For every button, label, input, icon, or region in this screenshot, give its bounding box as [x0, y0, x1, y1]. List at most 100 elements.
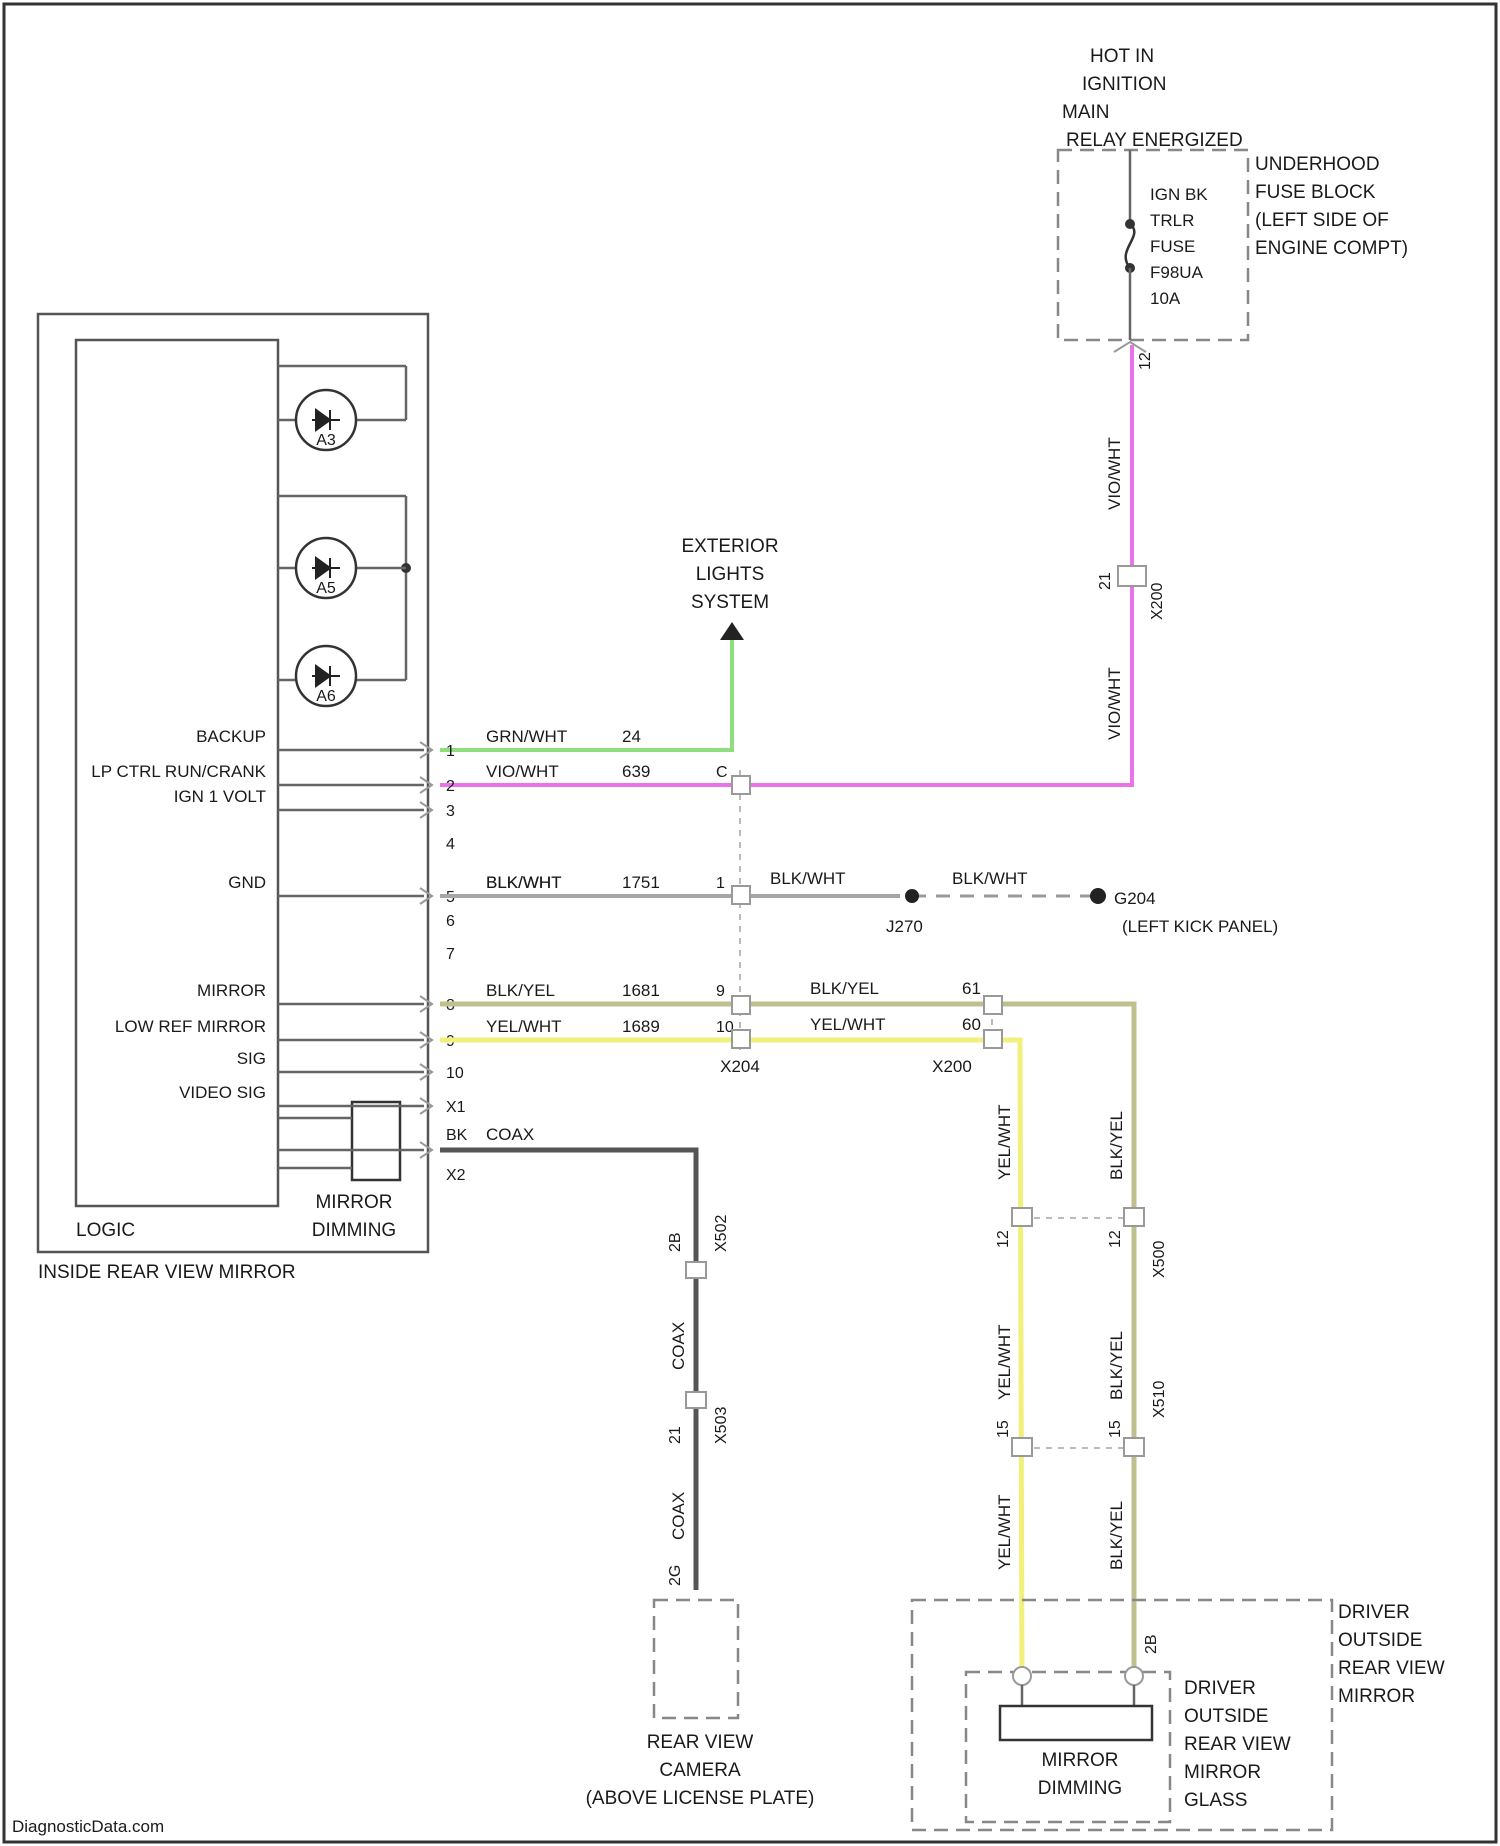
ground-wire-color: BLK/WHT [486, 873, 562, 892]
rear-camera-line: (ABOVE LICENSE PLATE) [586, 1788, 815, 1809]
right-connector-pin [1012, 1208, 1032, 1226]
backup-wire [440, 640, 732, 750]
rear-camera-boundary [654, 1600, 738, 1718]
driver-mirror-glass-label: DRIVER OUTSIDE REAR VIEW MIRROR GLASS [1184, 1678, 1291, 1811]
pin-number: 6 [446, 913, 455, 930]
pin-inline-number: 1 [716, 875, 725, 892]
right-pin-top: 12 [995, 1230, 1012, 1248]
driver-mirror-pin [1125, 1667, 1143, 1685]
driver-glass-line: OUTSIDE [1184, 1706, 1268, 1727]
yel-wht-wire-color: YEL/WHT [810, 1015, 886, 1034]
sensor-group: A3 A5 A6 [278, 366, 411, 706]
driver-mirror-pin [1013, 1667, 1031, 1685]
fuse-label: IGN BK TRLR FUSE F98UA 10A [1150, 185, 1208, 308]
sensor-label: A6 [316, 688, 336, 705]
inline-connector-id: X200 [932, 1057, 972, 1076]
exterior-lights-line: SYSTEM [691, 592, 769, 613]
ground-wire-color-3: BLK/WHT [770, 869, 846, 888]
inline-connector-pin [984, 1030, 1002, 1048]
pin-wire-color: YEL/WHT [486, 1017, 562, 1036]
inline-connector-pin [984, 996, 1002, 1014]
driver-dimming-label: DIMMING [1038, 1778, 1122, 1799]
pin-wire-color: BLK/YEL [486, 981, 555, 1000]
pin-number: 4 [446, 836, 455, 853]
fuse-icon [1126, 224, 1135, 268]
fuse-line: TRLR [1150, 211, 1194, 230]
right-connector-pin [1124, 1208, 1144, 1226]
driver-mirror-line: MIRROR [1338, 1686, 1415, 1707]
pin-number: 10 [446, 1065, 464, 1082]
driver-mirror-label: DRIVER OUTSIDE REAR VIEW MIRROR [1338, 1602, 1445, 1707]
inline-connector-pin [732, 886, 750, 904]
hot-in-line: IGNITION [1082, 74, 1166, 95]
blk-yel-wire-pin: 61 [962, 979, 981, 998]
ground-wire-color-2: BLK/WHT [952, 869, 1028, 888]
coax-connector [686, 1262, 706, 1278]
pin-function-label: SIG [237, 1049, 266, 1068]
pin-circuit-number: 639 [622, 762, 650, 781]
ignition-connector-id: X200 [1149, 583, 1166, 620]
sensor-label: A3 [316, 432, 336, 449]
fuse-line: IGN BK [1150, 185, 1208, 204]
exterior-lights-line: LIGHTS [696, 564, 765, 585]
mirror-pin-rows: 1BACKUPGRN/WHT242LP CTRL RUN/CRANKVIO/WH… [91, 727, 734, 1184]
exterior-lights-line: EXTERIOR [681, 536, 778, 557]
right-yel-label: YEL/WHT [995, 1494, 1014, 1570]
driver-mirror-line: REAR VIEW [1338, 1658, 1445, 1679]
driver-glass-line: GLASS [1184, 1790, 1247, 1811]
pin-function-label: LOW REF MIRROR [115, 1017, 266, 1036]
fuse-block-line: FUSE BLOCK [1255, 182, 1376, 203]
inside-dimming-label: DIMMING [312, 1220, 396, 1241]
logic-label: LOGIC [76, 1220, 135, 1241]
sensor-label: A5 [316, 580, 336, 597]
fuse-line: 10A [1150, 289, 1181, 308]
ground-splice-dot [905, 889, 919, 903]
pin-function-label: GND [228, 873, 266, 892]
right-connector-id: X510 [1151, 1381, 1168, 1418]
driver-mirror-line: DRIVER [1338, 1602, 1410, 1623]
pin-circuit-number: 24 [622, 727, 641, 746]
coax-pin-number: X2 [446, 1167, 466, 1184]
pin-wire-color: GRN/WHT [486, 727, 567, 746]
right-connector-pin [1012, 1438, 1032, 1456]
coax-pin-label: 21 [667, 1426, 684, 1444]
ignition-wire-color: VIO/WHT [1105, 437, 1124, 510]
pin-function-label: MIRROR [197, 981, 266, 1000]
exterior-lights-label: EXTERIOR LIGHTS SYSTEM [681, 536, 778, 613]
coax-bk-label: BK [446, 1127, 468, 1144]
ignition-wire-color: VIO/WHT [1105, 667, 1124, 740]
hot-in-line: MAIN [1062, 102, 1110, 123]
driver-dimming-label: MIRROR [1041, 1750, 1118, 1771]
pin-function-label: BACKUP [196, 727, 266, 746]
hot-in-line: HOT IN [1090, 46, 1154, 67]
hot-in-label: HOT IN IGNITION MAIN RELAY ENERGIZED [1062, 46, 1243, 151]
coax-pin-label: 2B [667, 1232, 684, 1252]
coax-pin-label: 2G [667, 1565, 684, 1586]
pin-circuit-number: 1751 [622, 873, 660, 892]
inline-connector-pin [732, 996, 750, 1014]
pin-number: X1 [446, 1099, 466, 1116]
exterior-lights-arrow-icon [720, 622, 744, 640]
fuse-block-line: (LEFT SIDE OF [1255, 210, 1389, 231]
ignition-wire [440, 345, 1132, 785]
pin-circuit-number: 1689 [622, 1017, 660, 1036]
right-blk-label: BLK/YEL [1107, 1111, 1126, 1180]
driver-glass-line: REAR VIEW [1184, 1734, 1291, 1755]
driver-glass-line: MIRROR [1184, 1762, 1261, 1783]
blk-yel-wire-color: BLK/YEL [810, 979, 879, 998]
pin-function-label: IGN 1 VOLT [174, 787, 266, 806]
driver-mirror-glass-boundary [966, 1672, 1170, 1822]
fuse-pin-number: 12 [1137, 352, 1154, 370]
driver-mirror-line: OUTSIDE [1338, 1630, 1422, 1651]
yel-wht-wire-pin: 60 [962, 1015, 981, 1034]
pin-function-label: LP CTRL RUN/CRANK [91, 762, 266, 781]
rear-camera-line: REAR VIEW [647, 1732, 754, 1753]
inside-dimming-element [352, 1102, 400, 1180]
pin-number: 7 [446, 946, 455, 963]
mirror-signal-wire [440, 1004, 1134, 1680]
ignition-inline-connector [1118, 566, 1146, 586]
right-pin-top: 12 [1107, 1230, 1124, 1248]
watermark: DiagnosticData.com [12, 1817, 164, 1836]
pin-inline-number: 9 [716, 983, 725, 1000]
